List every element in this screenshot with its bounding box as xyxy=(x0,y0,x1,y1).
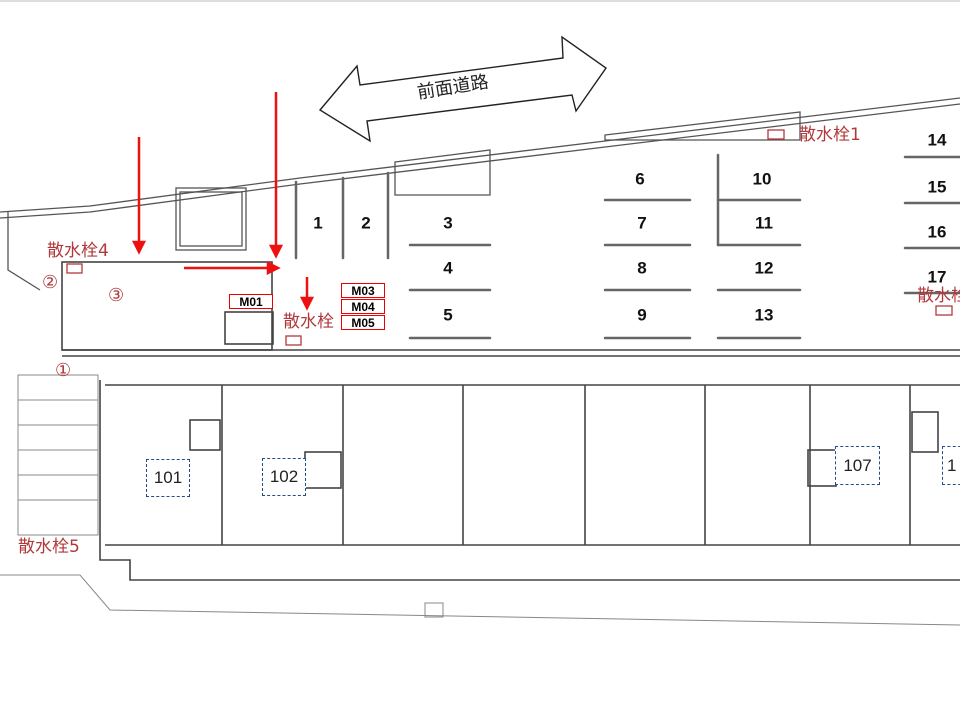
marker-3: ③ xyxy=(108,285,125,306)
site-boundary xyxy=(0,97,960,291)
hydrant-4-label: 散水栓4 xyxy=(47,241,109,261)
parking-space-16: 16 xyxy=(927,222,947,242)
parking-space-1: 1 xyxy=(313,213,323,233)
unit-102: 102 xyxy=(262,458,306,496)
hydrant-right-label: 散水栓 xyxy=(917,286,960,306)
marker-2: ② xyxy=(42,272,59,293)
red-arrows xyxy=(131,92,315,311)
building-outline xyxy=(61,261,960,581)
marker-1: ① xyxy=(55,360,72,381)
hydrant-boxes xyxy=(66,129,953,346)
hydrant-center-label: 散水栓 xyxy=(283,312,334,332)
parking-space-6: 6 xyxy=(635,169,645,189)
parking-space-8: 8 xyxy=(637,258,647,278)
meter-m01: M01 xyxy=(229,294,273,309)
parking-space-7: 7 xyxy=(637,213,647,233)
parking-space-13: 13 xyxy=(754,305,774,325)
hydrant-1-label: 散水栓1 xyxy=(799,125,861,145)
parking-space-10: 10 xyxy=(752,169,772,189)
parking-space-12: 12 xyxy=(754,258,774,278)
unit-107: 107 xyxy=(835,446,880,485)
meter-m03: M03 xyxy=(341,283,385,298)
parking-space-11: 11 xyxy=(755,213,773,233)
parking-space-3: 3 xyxy=(443,213,453,233)
parking-space-4: 4 xyxy=(443,258,453,278)
stairs-and-perimeter xyxy=(0,374,960,626)
parking-lines xyxy=(294,153,960,340)
parking-space-5: 5 xyxy=(443,305,453,325)
road-double-arrow xyxy=(318,35,607,143)
meter-m05: M05 xyxy=(341,315,385,330)
unit-partial: 1 xyxy=(942,446,960,485)
hydrant-5-label: 散水栓5 xyxy=(18,537,80,557)
unit-101: 101 xyxy=(146,459,190,497)
parking-space-9: 9 xyxy=(637,305,647,325)
parking-space-14: 14 xyxy=(927,130,947,150)
parking-space-15: 15 xyxy=(927,177,947,197)
parking-space-17: 17 xyxy=(927,267,947,287)
parking-space-2: 2 xyxy=(361,213,371,233)
meter-m04: M04 xyxy=(341,299,385,314)
